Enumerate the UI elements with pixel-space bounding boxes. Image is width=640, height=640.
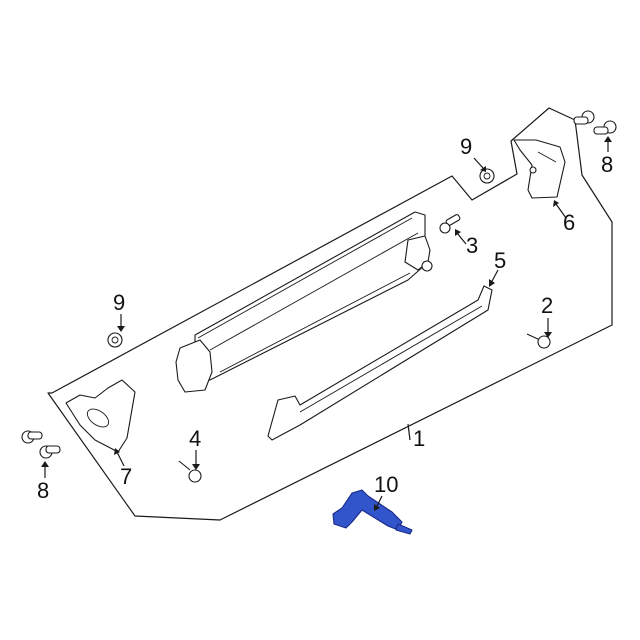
callout-2: 2: [541, 293, 553, 318]
bracket-left[interactable]: [65, 379, 136, 453]
callout-10: 10: [374, 472, 398, 497]
bolt[interactable]: [439, 214, 461, 234]
callout-5: 5: [494, 248, 506, 273]
stud-left[interactable]: [21, 430, 61, 459]
lower-seal[interactable]: [267, 285, 493, 441]
screw-right[interactable]: [526, 333, 551, 349]
callout-3: 3: [466, 233, 478, 258]
nut-right[interactable]: [479, 168, 495, 184]
callout-9-right: 9: [460, 134, 472, 159]
nut-left[interactable]: [107, 332, 123, 348]
callout-9-left: 9: [113, 290, 125, 315]
callout-8-right: 8: [601, 152, 613, 177]
hose-highlighted[interactable]: [332, 489, 413, 535]
screw-left[interactable]: [178, 460, 202, 483]
callout-6: 6: [563, 210, 575, 235]
callout-8-left: 8: [37, 478, 49, 503]
callout-1: 1: [413, 426, 425, 451]
callout-7: 7: [120, 464, 132, 489]
assembly-outline: [47, 107, 613, 521]
radiator-core[interactable]: [175, 211, 433, 393]
leaders: [41, 136, 612, 511]
stud-right[interactable]: [573, 110, 617, 135]
callout-4: 4: [189, 426, 201, 451]
bracket-right[interactable]: [513, 139, 566, 199]
